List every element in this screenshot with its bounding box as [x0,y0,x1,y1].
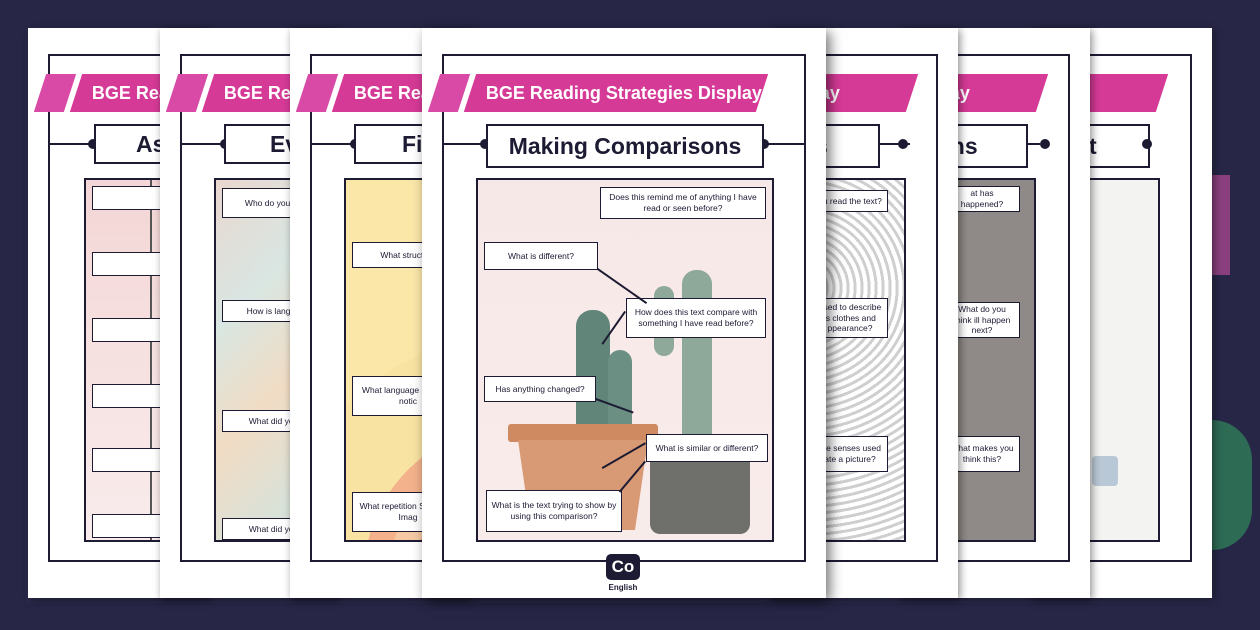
main-title: Making Comparisons [486,124,764,168]
logo-icon: Co [606,554,640,580]
question-box: Does this remind me of anything I have r… [600,187,766,219]
question-box: Has anything changed? [484,376,596,402]
poster-sheet-making-comparisons: BGE Reading Strategies Display Making Co… [422,28,826,598]
poster-sheet-asking-questions: BGE Rea As Who? What? When? Where? Why? … [28,28,208,598]
question-box: What is similar or different? [646,434,768,462]
pot-image [508,424,658,442]
comparison-image-panel: Does this remind me of anything I have r… [476,178,774,542]
bottle-image [1092,456,1118,486]
logo-caption: English [608,583,638,592]
title-dot [759,139,769,149]
poster-banner: BGE Rea [354,82,432,103]
question-box: at has happened? [944,186,1020,212]
question-box: What is the text trying to show by using… [486,490,622,532]
poster-banner: BGE Rea [92,82,170,103]
background-decoration [1212,175,1230,275]
question-box: How does this text compare with somethin… [626,298,766,338]
main-banner: BGE Reading Strategies Display [486,82,763,103]
question-box: What is different? [484,242,598,270]
banner-tab [427,74,471,112]
background-decoration [1212,420,1252,550]
title-dot [480,139,490,149]
connector-line [597,268,648,304]
cactus-image [576,310,610,440]
